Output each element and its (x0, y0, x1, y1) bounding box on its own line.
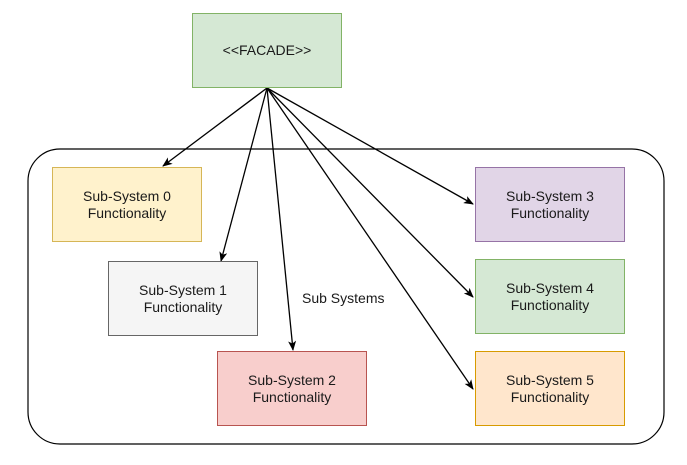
subsystem-0-node[interactable]: Sub-System 0 Functionality (52, 167, 202, 242)
arrow-facade-to-subsystem-4 (266, 87, 474, 298)
subsystem-title: Sub-System 2 (248, 371, 336, 388)
subsystem-1-node[interactable]: Sub-System 1 Functionality (108, 261, 258, 336)
subsystem-title: Sub-System 1 (139, 281, 227, 298)
subsystem-subtitle: Functionality (252, 388, 332, 405)
subsystem-subtitle: Functionality (510, 296, 590, 313)
subsystem-4-node[interactable]: Sub-System 4 Functionality (475, 259, 625, 334)
subsystem-title: Sub-System 3 (506, 187, 594, 204)
arrow-facade-to-subsystem-5 (266, 87, 474, 390)
subsystem-subtitle: Functionality (143, 298, 223, 315)
arrow-facade-to-subsystem-3 (266, 87, 474, 205)
subsystems-container (27, 148, 665, 445)
subsystem-title: Sub-System 5 (506, 371, 594, 388)
subsystem-3-node[interactable]: Sub-System 3 Functionality (475, 167, 625, 242)
arrow-facade-to-subsystem-1 (219, 87, 268, 262)
facade-label: <<FACADE>> (222, 42, 312, 58)
subsystem-5-node[interactable]: Sub-System 5 Functionality (475, 351, 625, 426)
subsystem-title: Sub-System 0 (83, 187, 171, 204)
subsystem-subtitle: Functionality (510, 204, 590, 221)
subsystem-subtitle: Functionality (510, 388, 590, 405)
subsystem-subtitle: Functionality (87, 204, 167, 221)
subsystems-label: Sub Systems (302, 290, 385, 306)
subsystem-title: Sub-System 4 (506, 279, 594, 296)
arrow-group (162, 87, 474, 390)
facade-node[interactable]: <<FACADE>> (192, 13, 342, 88)
arrow-facade-to-subsystem-0 (162, 87, 268, 167)
subsystem-2-node[interactable]: Sub-System 2 Functionality (217, 351, 367, 426)
arrow-facade-to-subsystem-2 (266, 87, 297, 351)
